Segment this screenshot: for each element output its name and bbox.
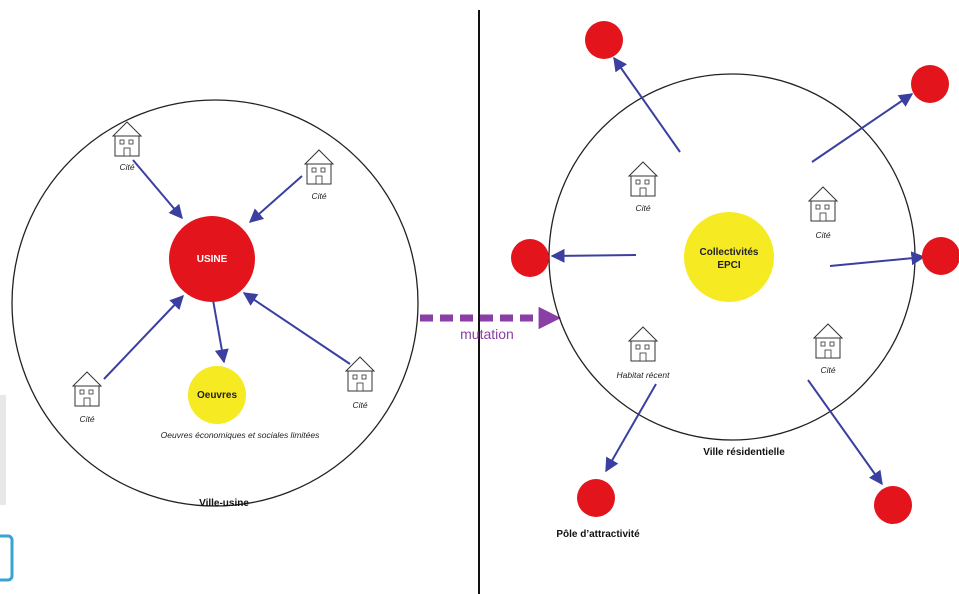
ville-usine-boundary (11, 99, 419, 507)
ville-residentielle-label: Ville résidentielle (703, 447, 785, 458)
arrow-outward-3 (550, 248, 637, 263)
oeuvres-node (188, 366, 246, 424)
ville-residentielle-panel: Collectivités EPCI Cité Cité Habitat réc… (511, 21, 959, 540)
house-label: Habitat récent (617, 370, 671, 380)
arrow-outward-2 (811, 93, 914, 163)
pole-node (874, 486, 912, 524)
pole-node (511, 239, 549, 277)
arrow-outward-4 (829, 251, 926, 267)
house-label: Cité (820, 365, 835, 375)
ville-usine-label: Ville-usine (199, 498, 249, 509)
house-label: Cité (311, 191, 326, 201)
house-icon (345, 356, 375, 392)
house-icon (304, 149, 334, 185)
house-icon (112, 121, 142, 157)
arrow-outward-6 (807, 379, 883, 486)
oeuvres-label: Oeuvres (197, 390, 237, 401)
usine-label: USINE (197, 254, 228, 265)
house-icon (628, 326, 658, 362)
arrow-outward-1 (613, 56, 681, 153)
house-icon (813, 323, 843, 359)
pole-attractivite-label: Pôle d’attractivité (556, 529, 640, 540)
house-label: Cité (352, 400, 367, 410)
oeuvres-caption: Oeuvres économiques et sociales limitées (161, 430, 320, 440)
house-icon (628, 161, 658, 197)
pole-node (585, 21, 623, 59)
house-label: Cité (635, 203, 650, 213)
arrow-cite-to-usine-4 (242, 292, 351, 365)
mutation-label: mutation (460, 326, 514, 342)
pole-node (922, 237, 959, 275)
arrow-cite-to-usine-1 (132, 159, 183, 220)
arrow-cite-to-usine-3 (103, 294, 184, 380)
house-label: Cité (815, 230, 830, 240)
edge-widget (0, 395, 14, 582)
collectivites-node (684, 212, 774, 302)
mutation-transition: mutation (420, 306, 561, 342)
ville-usine-panel: USINE Oeuvres Oeuvres économiques et soc… (11, 99, 419, 509)
pole-node (911, 65, 949, 103)
house-label: Cité (79, 414, 94, 424)
collectivites-label-line2: EPCI (717, 260, 741, 271)
house-icon (72, 371, 102, 407)
house-icon (808, 186, 838, 222)
arrow-cite-to-usine-2 (248, 175, 303, 223)
arrow-outward-5 (605, 383, 657, 473)
house-label: Cité (119, 162, 134, 172)
collectivites-label-line1: Collectivités (700, 247, 759, 258)
usine-node (169, 216, 255, 302)
arrow-usine-to-oeuvres (212, 299, 229, 364)
pole-node (577, 479, 615, 517)
